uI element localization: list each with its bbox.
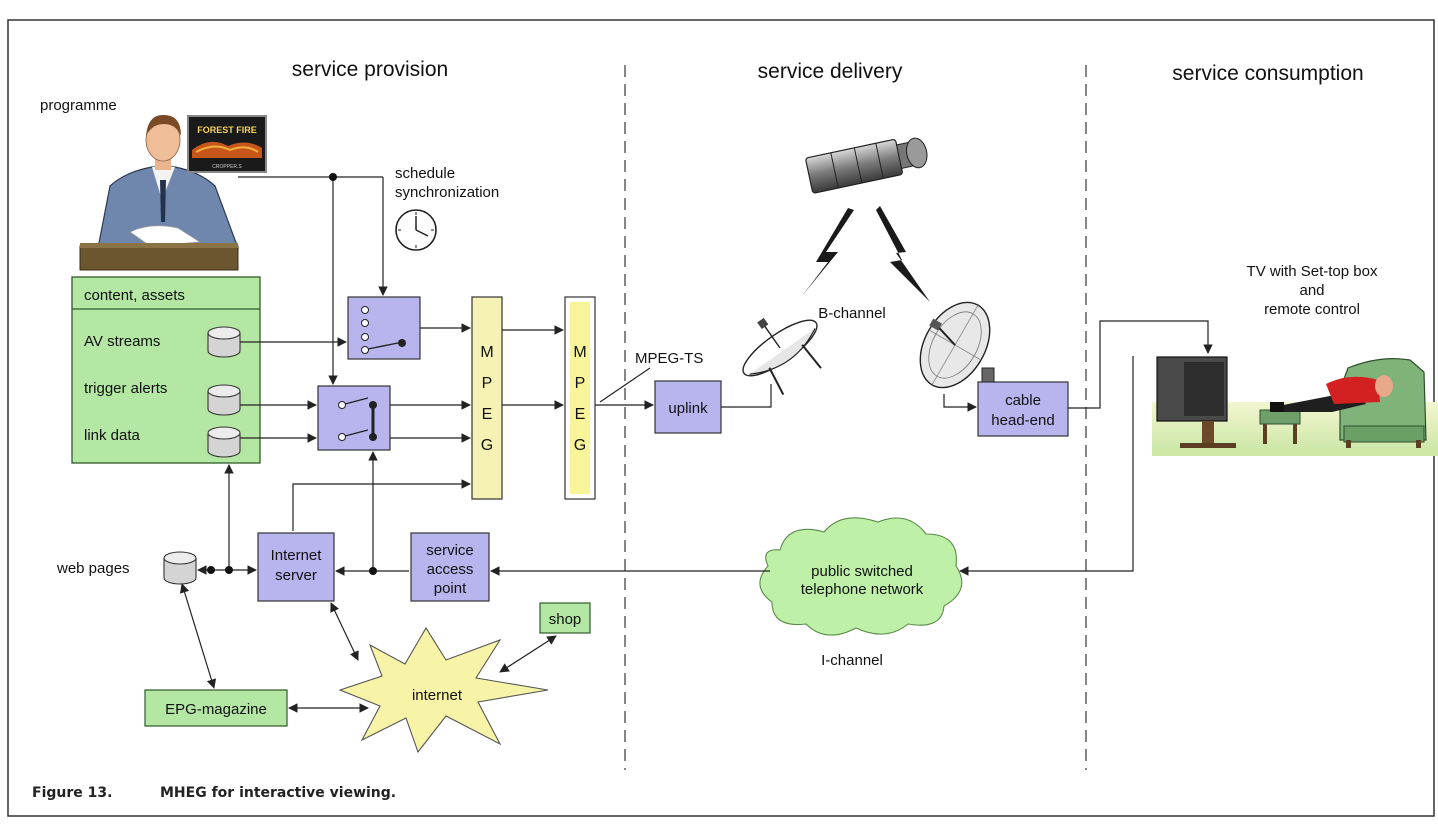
mpeg-multiplexer-1: M P E G xyxy=(471,296,503,500)
figure-caption: MHEG for interactive viewing. xyxy=(160,785,396,801)
web-pages-database-icon xyxy=(163,551,197,585)
synchronization-label: synchronization xyxy=(395,184,499,201)
mpeg-multiplexer-2: M P E G xyxy=(564,296,596,500)
mpeg2-letter: G xyxy=(574,437,586,454)
pstn-cloud: public switched telephone network xyxy=(759,517,963,636)
mpeg2-letter: E xyxy=(575,406,586,423)
radio-link-bolt-icon xyxy=(802,208,854,296)
i-channel-label: I-channel xyxy=(821,652,883,669)
screen-credit: CROPPER.S xyxy=(212,164,242,170)
schedule-switch-box xyxy=(347,296,421,360)
section-header-delivery: service delivery xyxy=(758,60,903,83)
mpeg2-letter: P xyxy=(575,375,586,392)
cable-head-end-box: cable head-end xyxy=(977,381,1069,437)
schedule-label: schedule xyxy=(395,165,455,182)
pstn-label-line2: telephone network xyxy=(801,581,924,598)
epg-magazine-label: EPG-magazine xyxy=(165,701,267,718)
internet-label: internet xyxy=(412,687,463,704)
junction-dots xyxy=(207,173,377,575)
database-icon xyxy=(207,426,241,458)
figure-number: Figure 13. xyxy=(32,785,112,801)
head-end-label: head-end xyxy=(991,412,1054,429)
tv-label-line1: TV with Set-top box xyxy=(1247,263,1378,280)
uplink-label: uplink xyxy=(668,400,708,417)
section-header-consumption: service consumption xyxy=(1172,62,1363,85)
mpeg-ts-label: MPEG-TS xyxy=(635,350,703,367)
news-presenter-illustration xyxy=(79,114,239,271)
mpeg2-letter: M xyxy=(573,344,586,361)
av-streams-label: AV streams xyxy=(84,333,160,350)
shop-box: shop xyxy=(539,602,591,634)
database-icon xyxy=(207,384,241,416)
section-header-provision: service provision xyxy=(292,58,448,81)
content-assets-header: content, assets xyxy=(84,287,185,304)
trigger-switch-box xyxy=(317,385,391,451)
shop-label: shop xyxy=(549,611,582,628)
mpeg1-letter: P xyxy=(482,375,493,392)
screen-title: FOREST FIRE xyxy=(197,125,257,135)
tv-label-line3: remote control xyxy=(1264,301,1360,318)
living-room-illustration xyxy=(1152,356,1438,456)
cable-label: cable xyxy=(1005,392,1041,409)
sap-label-line2: access xyxy=(427,561,474,578)
programme-label: programme xyxy=(40,97,117,114)
internet-server-label-line2: server xyxy=(275,567,317,584)
programme-screen: FOREST FIRE CROPPER.S xyxy=(187,115,267,173)
mpeg1-letter: G xyxy=(481,437,493,454)
b-channel-label: B-channel xyxy=(818,305,886,322)
internet-server-label-line1: Internet xyxy=(271,547,323,564)
receiving-dish-icon xyxy=(919,301,995,389)
sap-label-line3: point xyxy=(434,580,467,597)
satellite-icon xyxy=(805,137,928,194)
mpeg-ts-pointer xyxy=(599,367,651,403)
clock-icon xyxy=(395,209,437,251)
radio-link-bolt-icon xyxy=(876,206,930,302)
mpeg1-letter: E xyxy=(482,406,493,423)
service-access-point-box: service access point xyxy=(410,532,490,602)
internet-server-box: Internet server xyxy=(257,532,335,602)
database-icon xyxy=(207,326,241,358)
epg-magazine-box: EPG-magazine xyxy=(144,689,288,727)
link-data-label: link data xyxy=(84,427,141,444)
mpeg1-letter: M xyxy=(480,344,493,361)
web-pages-label: web pages xyxy=(56,560,130,577)
pstn-label-line1: public switched xyxy=(811,563,913,580)
uplink-box: uplink xyxy=(654,380,722,434)
sap-label-line1: service xyxy=(426,542,474,559)
tv-label-line2: and xyxy=(1299,282,1324,299)
trigger-alerts-label: trigger alerts xyxy=(84,380,167,397)
internet-cloud-star: internet xyxy=(338,626,549,754)
